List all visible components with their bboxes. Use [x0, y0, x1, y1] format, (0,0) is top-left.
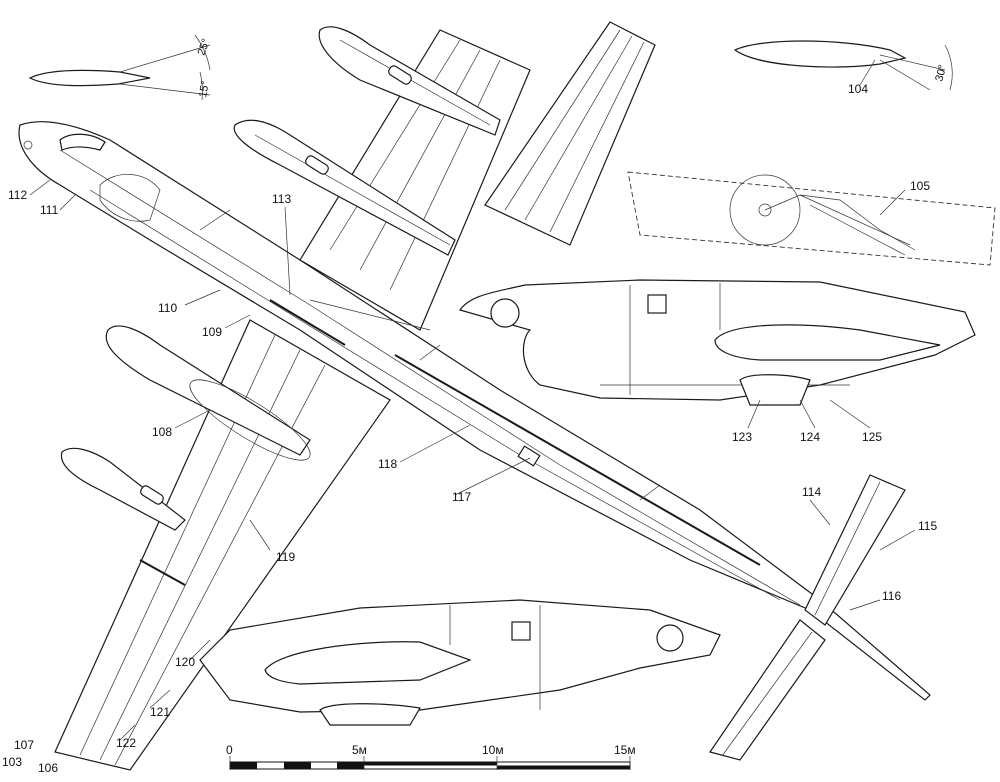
callout-107: 107 [14, 738, 34, 752]
callout-125: 125 [862, 430, 882, 444]
callout-108: 108 [152, 425, 172, 439]
callout-123: 123 [732, 430, 752, 444]
callout-106: 106 [38, 761, 58, 775]
upper-wing [233, 26, 531, 331]
callout-112: 112 [8, 188, 27, 202]
callout-114: 114 [802, 485, 821, 499]
nacelle-side-view-lower [199, 599, 721, 726]
angle-15: 15° [197, 80, 212, 98]
scale-label-15m: 15м [614, 743, 636, 757]
scale-label-10m: 10м [482, 743, 504, 757]
callout-110: 110 [158, 301, 177, 315]
callout-118: 118 [378, 457, 397, 471]
nacelle-side-view-upper [459, 279, 976, 406]
detail-landing-gear [627, 171, 996, 266]
angle-labels: 25° 15° 30° [196, 37, 950, 98]
callout-117: 117 [452, 490, 471, 504]
callout-113: 113 [272, 192, 291, 206]
callout-116: 116 [882, 589, 901, 603]
callout-104: 104 [848, 82, 868, 96]
scale-label-5m: 5м [352, 743, 367, 757]
tail-plan [709, 474, 906, 761]
angle-25: 25° [196, 37, 213, 57]
scale-label-0: 0 [226, 743, 233, 757]
callout-109: 109 [202, 325, 222, 339]
callout-124: 124 [800, 430, 820, 444]
detail-flap-section [733, 40, 953, 91]
callout-105: 105 [910, 179, 930, 193]
leader-lines [29, 59, 916, 741]
callout-119: 119 [276, 550, 295, 564]
scale-bar: 0 5м 10м 15м [226, 743, 636, 770]
callout-120: 120 [175, 655, 195, 669]
callout-labels: 112 111 113 110 109 108 118 117 119 120 … [2, 82, 937, 775]
wing-panel-detail [484, 21, 656, 246]
angle-30: 30° [933, 64, 949, 83]
fuselage-outline [18, 121, 931, 701]
callout-103: 103 [2, 755, 22, 769]
lower-wing [54, 319, 391, 771]
callout-111: 111 [40, 203, 59, 217]
callout-115: 115 [918, 519, 937, 533]
main-plan-view [18, 121, 931, 701]
callout-122: 122 [116, 736, 136, 750]
detail-small-pod [28, 34, 211, 101]
callout-121: 121 [150, 705, 170, 719]
